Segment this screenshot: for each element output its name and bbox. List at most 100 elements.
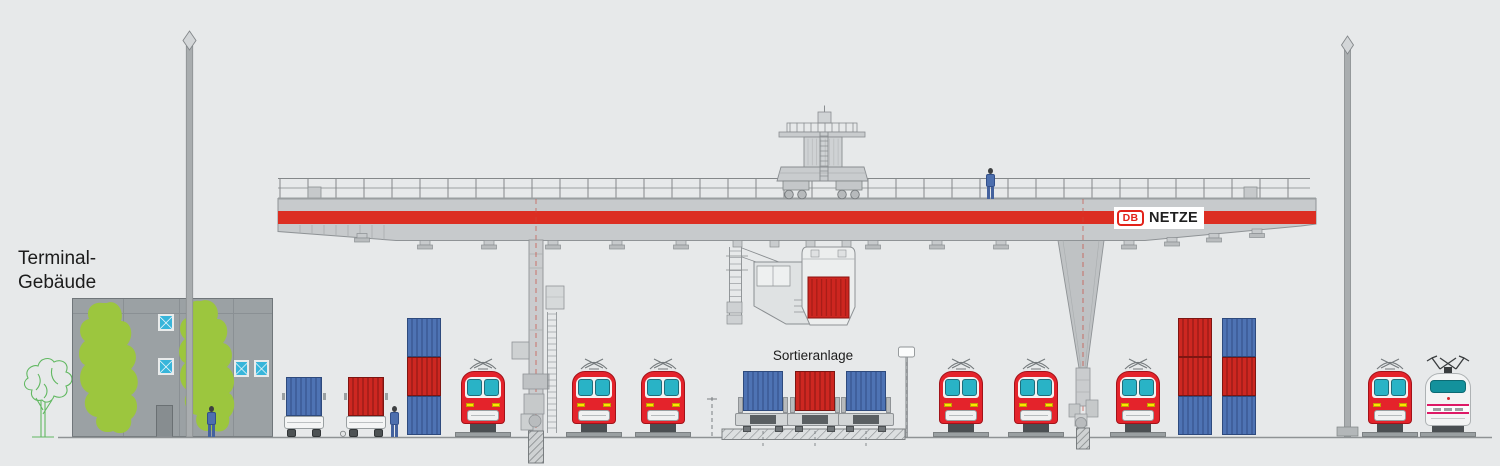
container-stack xyxy=(1178,318,1212,435)
sorting-facility-label: Sortieranlage xyxy=(772,348,854,363)
undercarriage xyxy=(948,424,974,432)
headlight-right xyxy=(1147,403,1155,407)
worker-head xyxy=(391,406,397,412)
windshield xyxy=(645,377,681,398)
operator-cab xyxy=(726,240,813,325)
container-guide xyxy=(738,397,743,413)
container-stack xyxy=(407,318,441,435)
windshield-pane xyxy=(578,379,593,396)
skirt-line xyxy=(1431,418,1465,419)
tree-icon xyxy=(23,357,72,438)
front-grille xyxy=(467,410,499,421)
shuttle-wheel xyxy=(775,426,783,432)
windshield-pane xyxy=(1374,379,1389,396)
windshield-pane xyxy=(1391,379,1406,396)
rail-pad xyxy=(566,432,622,437)
pantograph-icon xyxy=(1124,358,1152,370)
shuttle-drive-block xyxy=(802,415,828,424)
red-train xyxy=(1008,353,1064,437)
windshield-pane xyxy=(647,379,662,396)
windshield-pane xyxy=(467,379,482,396)
girder-brackets xyxy=(354,228,1265,250)
building-window xyxy=(234,360,249,377)
pantograph-icon xyxy=(649,358,677,370)
container-guide xyxy=(841,397,846,413)
sorting-shuttle xyxy=(735,371,791,433)
locomotive-body xyxy=(1368,371,1412,424)
front-grille xyxy=(578,410,610,421)
worker-crane-girder xyxy=(985,168,995,199)
container-stack xyxy=(1222,318,1256,435)
crane-leg-right xyxy=(1057,240,1105,450)
worker-head xyxy=(987,168,993,174)
shuttle-wheel xyxy=(795,426,803,432)
pantograph-icon xyxy=(580,358,608,370)
pantograph-icon xyxy=(1376,358,1404,370)
headlight-left xyxy=(577,403,585,407)
worker-torso xyxy=(206,412,216,425)
headlight-right xyxy=(603,403,611,407)
rail-pad xyxy=(1008,432,1064,437)
front-grille xyxy=(1374,410,1406,421)
blue-container xyxy=(743,371,783,411)
locomotive-body xyxy=(939,371,983,424)
ice-undercarriage xyxy=(1432,426,1464,432)
mirror-left xyxy=(344,393,347,400)
worker-torso xyxy=(389,412,399,425)
rail-buffer xyxy=(1076,427,1090,450)
sorting-shuttle xyxy=(787,371,843,433)
building-window xyxy=(158,358,174,375)
shuttle-wheel xyxy=(827,426,835,432)
light-box xyxy=(1433,407,1441,411)
db-netze-logo: DB NETZE xyxy=(1114,207,1204,229)
front-grille xyxy=(647,410,679,421)
rail-pad xyxy=(1362,432,1418,437)
locomotive-body xyxy=(1014,371,1058,424)
red-container xyxy=(1178,318,1212,357)
facade-seam xyxy=(73,313,272,314)
shuttle-drive-block xyxy=(750,415,776,424)
windshield-pane xyxy=(1139,379,1154,396)
pantograph-icon xyxy=(469,358,497,370)
red-container xyxy=(795,371,835,411)
shuttle-wheel xyxy=(743,426,751,432)
rail-pad xyxy=(635,432,691,437)
headlight-right xyxy=(1045,403,1053,407)
windshield-pane xyxy=(1037,379,1052,396)
headlight-left xyxy=(944,403,952,407)
light-box xyxy=(1444,407,1452,411)
shuttle-wheel xyxy=(846,426,854,432)
front-grille xyxy=(1020,410,1052,421)
red-train xyxy=(455,353,511,437)
windshield-pane xyxy=(1122,379,1137,396)
undercarriage xyxy=(1125,424,1151,432)
truck-body xyxy=(346,416,386,429)
windshield xyxy=(465,377,501,398)
locomotive-body xyxy=(1116,371,1160,424)
db-logo: DB xyxy=(1117,210,1144,226)
headlight-right xyxy=(1399,403,1407,407)
pink-stripe xyxy=(1427,404,1469,414)
truck-wheel xyxy=(312,429,321,437)
container-guide xyxy=(783,397,788,413)
worker-legs xyxy=(390,425,398,437)
front-grille xyxy=(945,410,977,421)
undercarriage xyxy=(650,424,676,432)
red-stripe xyxy=(278,211,1316,224)
pantograph-icon xyxy=(947,358,975,370)
sorting-platform xyxy=(707,346,915,449)
headlight-right xyxy=(672,403,680,407)
undercarriage xyxy=(581,424,607,432)
blue-container xyxy=(1222,318,1256,357)
blue-container xyxy=(846,371,886,411)
rail-buffer xyxy=(528,430,544,464)
crane-girder xyxy=(277,178,1317,250)
truck-wheel xyxy=(349,429,358,437)
red-container xyxy=(1222,357,1256,396)
locomotive-body xyxy=(461,371,505,424)
windshield-pane xyxy=(962,379,977,396)
container-guide xyxy=(835,397,840,413)
building-window xyxy=(158,314,174,331)
